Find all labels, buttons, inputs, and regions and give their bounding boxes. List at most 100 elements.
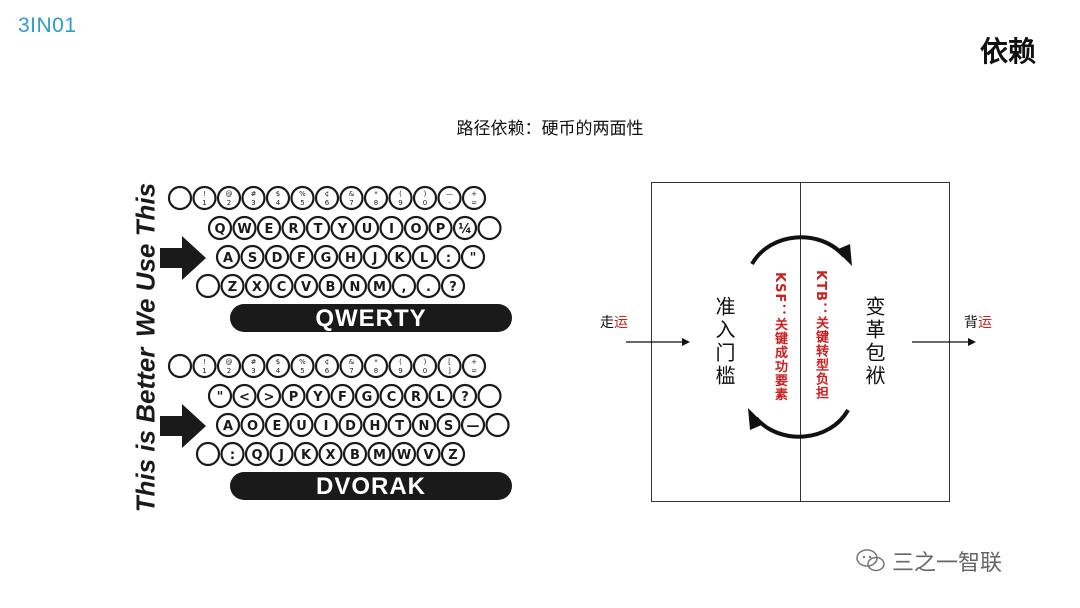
svg-text:T: T <box>314 222 323 237</box>
qwerty-letter-key: P <box>430 217 452 239</box>
dvorak-letter-key: T <box>389 414 411 436</box>
watermark: 三之一智联 <box>856 545 1002 577</box>
svg-text:1: 1 <box>202 199 206 207</box>
svg-text:N: N <box>419 419 430 434</box>
dvorak-letter-key: A <box>217 414 239 436</box>
dvorak-letter-key: J <box>271 443 293 465</box>
dvorak-letter-key: > <box>258 385 280 407</box>
svg-text:7: 7 <box>349 199 353 207</box>
output-arrow-icon <box>912 336 978 348</box>
dvorak-letter-key: : <box>222 443 244 465</box>
dvorak-letter-key: O <box>242 414 264 436</box>
dvorak-number-key: !1 <box>194 355 216 377</box>
dvorak-letter-key <box>479 385 501 407</box>
svg-text:W: W <box>397 448 411 463</box>
qwerty-letter-key: ¼ <box>454 217 476 239</box>
qwerty-letter-key: Q <box>209 217 231 239</box>
svg-text:6: 6 <box>325 367 330 375</box>
svg-text:$: $ <box>276 190 280 198</box>
qwerty-number-key: &7 <box>341 187 363 209</box>
dvorak-number-key: @2 <box>218 355 240 377</box>
qwerty-letter-key: " <box>462 246 484 268</box>
qwerty-letter-key: F <box>291 246 313 268</box>
ksf-label: KSF：关键成功要素 <box>770 272 789 401</box>
svg-text:Y: Y <box>337 222 348 237</box>
dvorak-letter-key: Z <box>442 443 464 465</box>
dvorak-letter-key: K <box>295 443 317 465</box>
svg-text:—: — <box>446 190 453 198</box>
svg-text:¢: ¢ <box>325 190 329 198</box>
dvorak-letter-key: ? <box>454 385 476 407</box>
svg-text:!: ! <box>203 190 206 198</box>
qwerty-letter-key: U <box>356 217 378 239</box>
qwerty-letter-key: B <box>320 275 342 297</box>
svg-text:X: X <box>252 280 262 295</box>
svg-text:T: T <box>395 419 404 434</box>
svg-text:*: * <box>374 190 378 198</box>
svg-text::: : <box>446 251 451 266</box>
qwerty-letter-key: X <box>246 275 268 297</box>
svg-text:]: ] <box>448 367 451 375</box>
dvorak-letter-key: P <box>283 385 305 407</box>
dvorak-number-key <box>169 355 191 377</box>
dvorak-letter-key: H <box>364 414 386 436</box>
slide-title: 依赖 <box>980 30 1036 70</box>
svg-text:E: E <box>265 222 274 237</box>
qwerty-letter-key: L <box>413 246 435 268</box>
svg-text:V: V <box>423 448 433 463</box>
svg-text:#: # <box>251 358 257 366</box>
qwerty-number-key: += <box>463 187 485 209</box>
dvorak-letter-key: Q <box>246 443 268 465</box>
dvorak-letter-key: " <box>209 385 231 407</box>
dvorak-number-key: &7 <box>341 355 363 377</box>
svg-text:S: S <box>444 419 453 434</box>
svg-text:$: $ <box>276 358 280 366</box>
qwerty-letter-key: A <box>217 246 239 268</box>
qwerty-number-key: ¢6 <box>316 187 338 209</box>
svg-text:W: W <box>237 222 251 237</box>
dvorak-letter-key: B <box>344 443 366 465</box>
svg-text:D: D <box>345 419 356 434</box>
qwerty-letter-key: D <box>266 246 288 268</box>
dvorak-letter-key <box>197 443 219 465</box>
svg-text:%: % <box>299 190 306 198</box>
dvorak-number-key: )0 <box>414 355 436 377</box>
entry-barrier-label: 准入门槛 <box>710 296 739 388</box>
dvorak-number-key: += <box>463 355 485 377</box>
dvorak-letter-key: Y <box>307 385 329 407</box>
dvorak-letter-key: I <box>315 414 337 436</box>
svg-text:,: , <box>402 280 407 295</box>
slide-subtitle: 路径依赖：硬币的两面性 <box>0 114 1080 139</box>
svg-text:R: R <box>411 390 421 405</box>
svg-text:A: A <box>223 251 233 266</box>
watermark-text: 三之一智联 <box>892 545 1002 577</box>
svg-text:): ) <box>424 190 427 198</box>
svg-text:.: . <box>426 280 431 295</box>
svg-text:&: & <box>349 190 355 198</box>
qwerty-letter-key: , <box>393 275 415 297</box>
svg-text:S: S <box>248 251 257 266</box>
qwerty-letter-key: Y <box>332 217 354 239</box>
qwerty-letter-key: V <box>295 275 317 297</box>
dvorak-letter-key: M <box>369 443 391 465</box>
dvorak-letter-key: F <box>332 385 354 407</box>
dvorak-number-key: (9 <box>390 355 412 377</box>
svg-text:L: L <box>420 251 428 266</box>
svg-text:8: 8 <box>374 367 378 375</box>
qwerty-number-key: (9 <box>390 187 412 209</box>
svg-text:[: [ <box>448 358 451 366</box>
svg-text:P: P <box>436 222 446 237</box>
qwerty-letter-key: N <box>344 275 366 297</box>
svg-text:M: M <box>373 280 386 295</box>
svg-text:C: C <box>387 390 397 405</box>
qwerty-number-key: —- <box>439 187 461 209</box>
dvorak-letter-key: D <box>340 414 362 436</box>
svg-text::: : <box>230 448 235 463</box>
qwerty-letter-key: Z <box>222 275 244 297</box>
qwerty-number-key: !1 <box>194 187 216 209</box>
svg-text:U: U <box>296 419 307 434</box>
svg-text:O: O <box>410 222 421 237</box>
svg-text:I: I <box>389 222 394 237</box>
svg-text:(: ( <box>399 358 402 366</box>
